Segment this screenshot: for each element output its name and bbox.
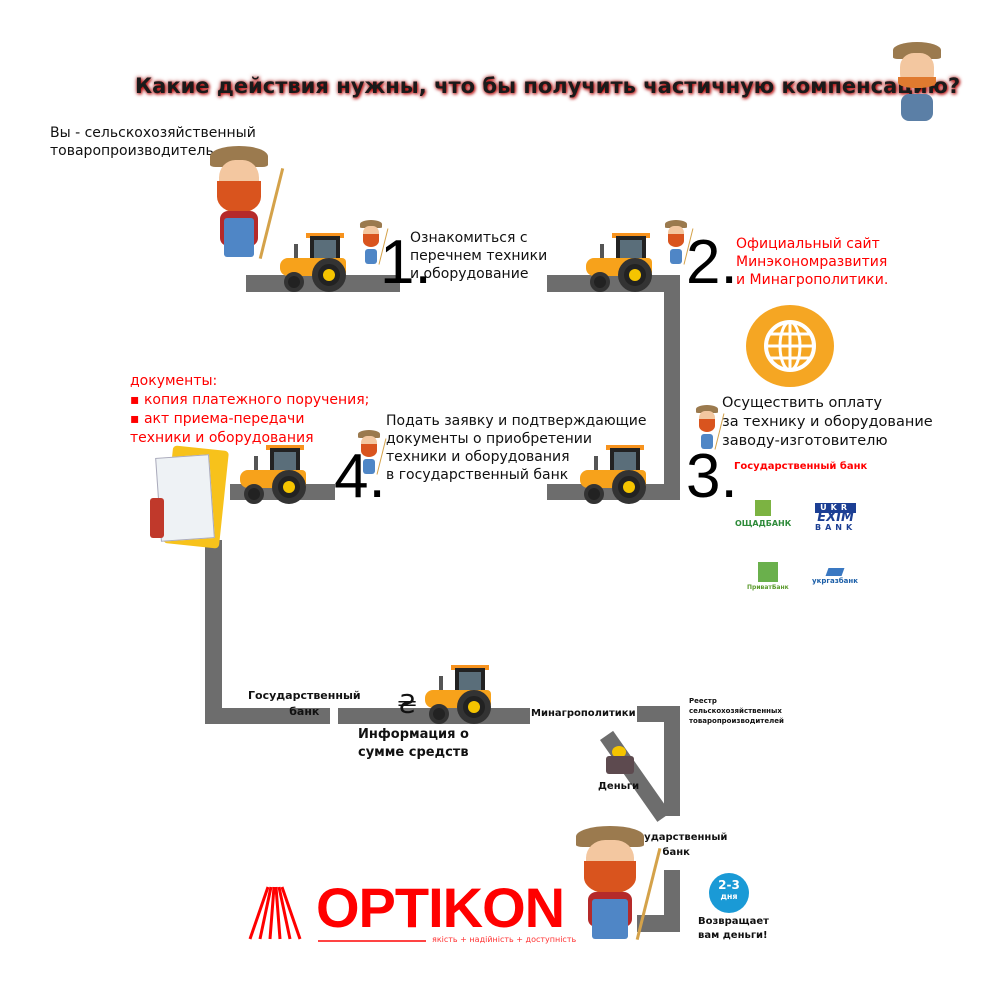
privatbank-logo: ПриватБанк — [747, 562, 789, 591]
road-diagonal — [600, 730, 671, 822]
ministry-label: Минагрополитики — [531, 708, 636, 719]
state-bank-note: Государственный банк — [734, 461, 868, 472]
wallet-icon — [606, 746, 634, 774]
tractor-icon — [586, 233, 656, 294]
mini-farmer-icon — [663, 220, 694, 266]
ukreximbank-logo: UKR EXIM BANK — [815, 503, 857, 532]
step-number: 2. — [686, 228, 738, 297]
farmer-illustration — [205, 146, 285, 262]
road-down-right — [664, 706, 680, 816]
ukrgasbank-logo: укргазбанк — [812, 568, 858, 585]
oschadbank-logo: ОЩАДБАНК — [735, 500, 791, 528]
step-number: 4. — [334, 442, 386, 511]
thinking-farmer-illustration — [888, 42, 946, 134]
tractor-icon — [240, 445, 310, 506]
mini-farmer-icon — [356, 430, 387, 476]
mini-farmer-icon — [694, 405, 725, 451]
tractor-icon — [425, 665, 495, 726]
road-2-3 — [664, 275, 680, 500]
optikon-logo-mark — [248, 885, 302, 941]
farmer-illustration — [570, 826, 662, 944]
road-down-left — [205, 540, 222, 724]
step-number: 1. — [380, 228, 432, 297]
step-number: 3. — [686, 442, 738, 511]
documents-list: документы:▪ копия платежного поручения;▪… — [130, 373, 370, 446]
optikon-underline — [318, 940, 426, 942]
tractor-icon — [280, 233, 350, 294]
optikon-logo-text: OPTIKON — [316, 876, 565, 939]
documents-folder-icon — [150, 445, 230, 549]
money-label: Деньги — [598, 781, 640, 792]
optikon-tagline: якість + надійність + доступність — [432, 935, 577, 944]
road-final-horizontal — [637, 915, 680, 932]
mini-farmer-icon — [358, 220, 389, 266]
road-bottom-1 — [205, 708, 330, 724]
tractor-icon — [580, 445, 650, 506]
hryvnia-icon: ₴ — [397, 690, 418, 720]
page-title: Какие действия нужны, что бы получить ча… — [135, 74, 961, 98]
globe-icon — [746, 305, 834, 387]
